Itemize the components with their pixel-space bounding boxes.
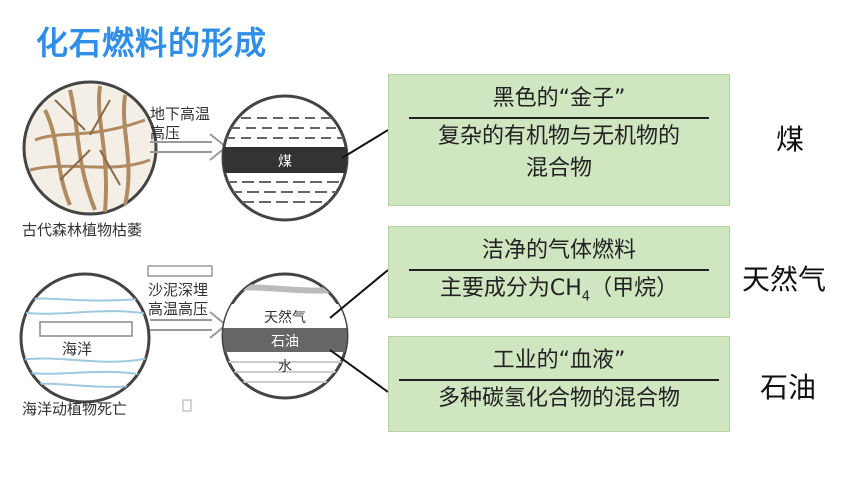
coal-box-desc-1: 复杂的有机物与无机物的 xyxy=(437,124,680,149)
top-arrow-label-1: 地下高温 xyxy=(150,105,211,123)
gas-info-box: 洁净的气体燃料 主要成分为CH4（甲烷） xyxy=(388,226,730,318)
bottom-caption: 海洋动植物死亡 xyxy=(22,400,128,418)
connector-coal xyxy=(341,129,389,159)
top-caption: 古代森林植物枯萎 xyxy=(22,221,143,239)
gas-formula-post: （甲烷） xyxy=(590,276,679,301)
decorative-square xyxy=(182,399,192,412)
bottom-arrow-label-1: 沙泥深埋 xyxy=(148,281,209,299)
oil-box-divider xyxy=(399,379,719,381)
gas-box-heading: 洁净的气体燃料 xyxy=(481,238,636,263)
page-title: 化石燃料的形成 xyxy=(36,24,268,62)
water-band-label: 水 xyxy=(278,359,292,375)
oil-gas-circle xyxy=(221,272,349,400)
side-label-coal: 煤 xyxy=(776,123,805,156)
coal-box-divider xyxy=(409,117,709,119)
gas-box-divider xyxy=(409,269,709,271)
oil-box-heading: 工业的“血液” xyxy=(492,348,626,373)
connector-oil xyxy=(329,349,389,393)
gas-formula-sub: 4 xyxy=(581,289,591,305)
coal-box-desc-2: 混合物 xyxy=(525,156,592,181)
oil-box-desc: 多种碳氢化合物的混合物 xyxy=(437,386,680,411)
coal-info-box: 黑色的“金子” 复杂的有机物与无机物的 混合物 xyxy=(388,74,730,206)
connector-gas xyxy=(329,269,389,319)
top-arrow-label-2: 高压 xyxy=(150,124,181,142)
coal-band-label: 煤 xyxy=(278,154,292,170)
gas-box-desc: 主要成分为CH4（甲烷） xyxy=(389,273,729,313)
bottom-arrow-label-2: 高温高压 xyxy=(148,300,209,318)
gas-band-label: 天然气 xyxy=(264,310,306,326)
forest-circle xyxy=(22,80,158,216)
coal-box-heading: 黑色的“金子” xyxy=(492,86,626,111)
coal-circle xyxy=(221,94,349,222)
side-label-gas: 天然气 xyxy=(742,263,827,296)
oil-info-box: 工业的“血液” 多种碳氢化合物的混合物 xyxy=(388,336,730,432)
sea-circle xyxy=(19,272,151,404)
sea-label: 海洋 xyxy=(62,340,93,358)
oil-band-label: 石油 xyxy=(271,334,299,350)
gas-formula-pre: 主要成分为CH xyxy=(439,276,582,301)
side-label-oil: 石油 xyxy=(760,371,817,404)
